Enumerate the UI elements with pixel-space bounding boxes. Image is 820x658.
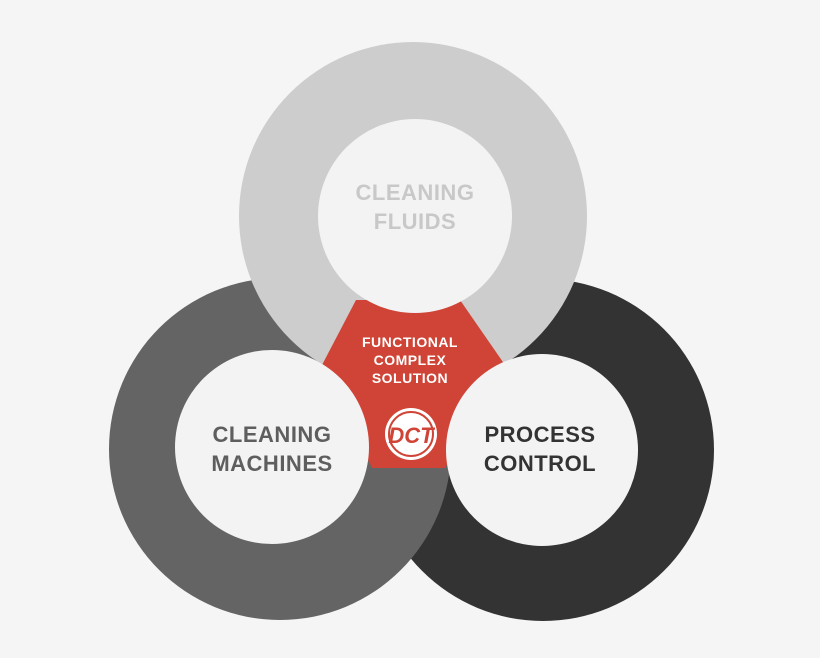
cleaning-fluids-label: CLEANING FLUIDS xyxy=(315,178,515,236)
cleaning-machines-line2: MACHINES xyxy=(211,451,333,476)
process-control-label: PROCESS CONTROL xyxy=(440,420,640,478)
center-solution-label: FUNCTIONAL COMPLEX SOLUTION xyxy=(335,333,485,387)
cleaning-machines-label: CLEANING MACHINES xyxy=(172,420,372,478)
cleaning-fluids-hole xyxy=(318,119,512,313)
process-control-line2: CONTROL xyxy=(483,451,597,476)
cleaning-machines-hole xyxy=(175,350,369,544)
dct-logo-text: DCT xyxy=(388,423,435,448)
dct-logo-circle xyxy=(385,408,437,460)
process-control-line1: PROCESS xyxy=(484,422,596,447)
dct-logo: DCT xyxy=(385,408,437,460)
cleaning-fluids-line1: CLEANING xyxy=(355,180,475,205)
center-line3: SOLUTION xyxy=(371,370,449,386)
center-line1: FUNCTIONAL xyxy=(362,334,458,350)
center-line2: COMPLEX xyxy=(373,352,447,368)
cleaning-machines-line1: CLEANING xyxy=(212,422,332,447)
process-control-hole xyxy=(446,354,638,546)
cleaning-fluids-line2: FLUIDS xyxy=(373,209,457,234)
